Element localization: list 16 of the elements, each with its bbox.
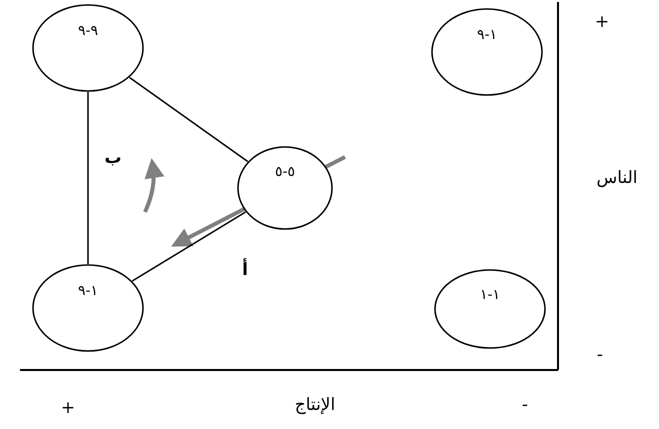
arrow-label: أ — [242, 260, 248, 280]
grid-ellipse: ٩-٩ — [32, 4, 144, 92]
plus-sign: + — [594, 12, 610, 32]
grid-ellipse: ٥-٥ — [237, 146, 333, 230]
connector-line — [132, 211, 246, 282]
plus-sign: + — [60, 398, 76, 418]
grid-ellipse: ١-٩ — [32, 264, 144, 352]
arrow-label: ب — [104, 148, 122, 168]
grid-ellipse: ١-١ — [434, 269, 546, 349]
minus-sign: - — [596, 345, 604, 365]
axis-label: الإنتاج — [294, 395, 336, 415]
connector-line — [87, 92, 89, 264]
minus-sign: - — [522, 395, 528, 415]
axis-label: الناس — [596, 168, 638, 188]
connector-line — [129, 76, 248, 162]
grid-ellipse: ١-٩ — [431, 8, 543, 96]
